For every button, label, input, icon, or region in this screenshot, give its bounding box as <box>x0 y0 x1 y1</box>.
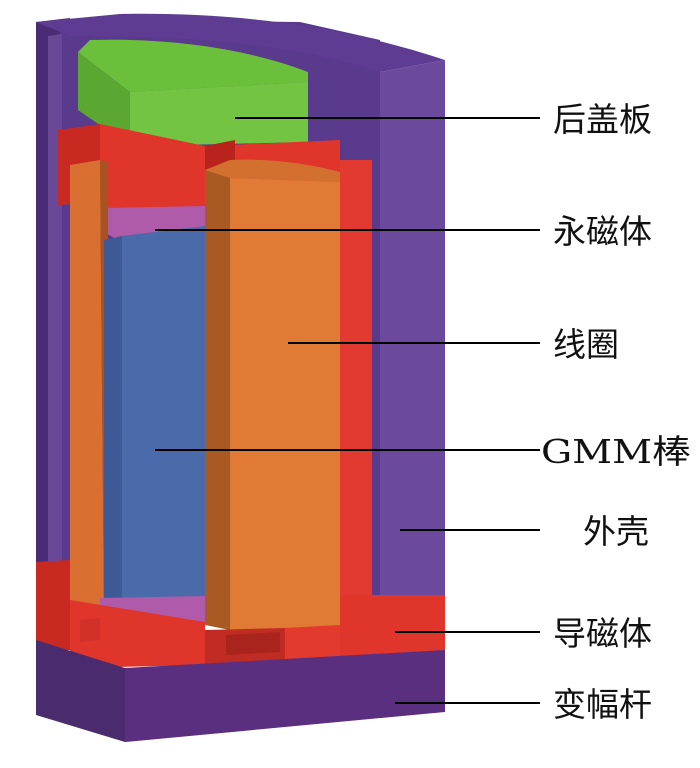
conductor-small-b <box>226 632 280 655</box>
coil-left-strip <box>70 160 104 612</box>
label-magnetic-conductor: 导磁体 <box>553 614 652 653</box>
conductor-left <box>36 560 70 650</box>
gmm-rod-side <box>104 236 122 598</box>
coil-face <box>230 178 340 635</box>
coil-inner-side <box>205 165 230 630</box>
label-housing: 外壳 <box>583 512 649 551</box>
label-permanent-magnet: 永磁体 <box>553 212 652 251</box>
housing-inner-strip <box>48 34 62 600</box>
label-horn: 变幅杆 <box>553 685 652 724</box>
label-gmm-rod: GMM棒 <box>541 432 691 471</box>
label-coil: 线圈 <box>553 325 619 364</box>
gmm-rod <box>104 226 205 598</box>
conductor-small-a <box>80 618 100 642</box>
gmm-rod-face <box>122 226 205 598</box>
housing-right-wall <box>380 60 445 600</box>
upper-yoke-right <box>340 160 372 595</box>
label-back-cover: 后盖板 <box>553 100 652 139</box>
